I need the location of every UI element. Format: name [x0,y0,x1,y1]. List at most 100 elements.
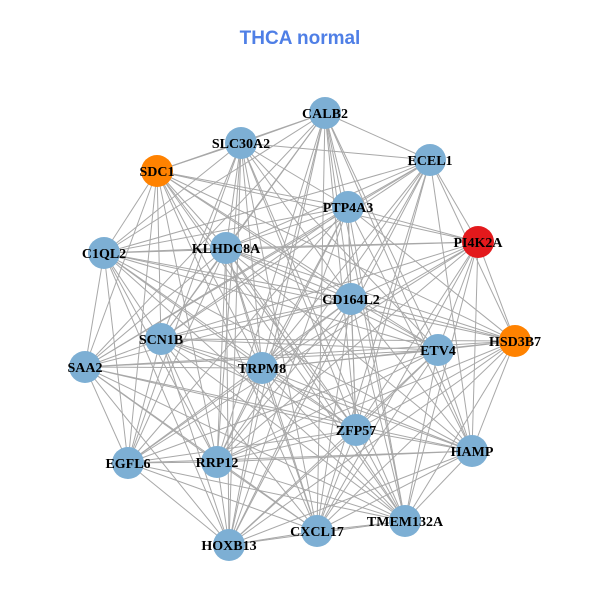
node-circle [210,232,242,264]
edge-KLHDC8A-CXCL17 [225,247,318,532]
node-label: HSD3B7 [489,335,541,350]
edge-PI4K2A-EGFL6 [127,241,479,464]
diagram-title: THCA normal [239,28,361,49]
edge-ECEL1-KLHDC8A [225,159,431,249]
edge-PTP4A3-EGFL6 [127,206,349,464]
edge-HSD3B7-SCN1B [160,338,516,342]
node-slc30a2[interactable]: SLC30A2 [212,127,270,159]
edge-SAA2-HOXB13 [84,366,230,546]
node-circle [213,529,245,561]
node-ecel1[interactable]: ECEL1 [407,144,453,176]
edge-SAA2-CXCL17 [84,366,318,532]
edge-SAA2-EGFL6 [84,366,129,464]
edge-SLC30A2-PTP4A3 [240,142,349,208]
node-label: ECEL1 [407,154,452,169]
edge-HAMP-CXCL17 [316,450,473,532]
node-circle [246,352,278,384]
edge-HSD3B7-RRP12 [216,340,516,463]
node-circle [225,127,257,159]
node-etv4[interactable]: ETV4 [420,334,456,366]
node-label: PTP4A3 [323,201,374,216]
node-egfl6[interactable]: EGFL6 [105,447,151,479]
node-label: HAMP [451,445,494,460]
edge-PI4K2A-CXCL17 [316,241,479,532]
edge-PI4K2A-SCN1B [160,241,479,340]
edge-EGFL6-TMEM132A [127,462,406,522]
node-hsd3b7[interactable]: HSD3B7 [489,325,541,357]
edge-SAA2-TRPM8 [84,366,263,369]
edge-SLC30A2-SCN1B [160,142,242,340]
edge-SDC1-ZFP57 [156,170,357,431]
edge-SLC30A2-CD164L2 [240,142,352,300]
edge-KLHDC8A-SAA2 [84,247,227,368]
edge-SDC1-ETV4 [156,170,439,351]
node-cxcl17[interactable]: CXCL17 [290,515,344,547]
edge-PTP4A3-SAA2 [84,206,349,368]
node-ptp4a3[interactable]: PTP4A3 [323,191,374,223]
node-trpm8[interactable]: TRPM8 [238,352,286,384]
node-label: ETV4 [420,344,456,359]
node-circle [301,515,333,547]
edge-TRPM8-TMEM132A [261,367,406,522]
edge-PI4K2A-CD164L2 [350,241,479,300]
node-c1ql2[interactable]: C1QL2 [82,237,126,269]
edge-PI4K2A-HAMP [471,241,479,452]
node-scn1b[interactable]: SCN1B [139,323,183,355]
edge-TRPM8-EGFL6 [127,367,263,464]
edge-ETV4-TMEM132A [404,349,439,522]
node-label: KLHDC8A [192,242,261,257]
node-calb2[interactable]: CALB2 [302,97,348,129]
node-circle [499,325,531,357]
node-hoxb13[interactable]: HOXB13 [201,529,257,561]
node-circle [422,334,454,366]
edge-SDC1-PI4K2A [156,170,479,243]
edge-HSD3B7-HAMP [471,340,516,452]
edge-CD164L2-TMEM132A [350,298,406,522]
node-label: CD164L2 [322,293,380,308]
edge-SLC30A2-C1QL2 [103,142,242,254]
edge-PTP4A3-KLHDC8A [225,206,349,249]
edge-ETV4-EGFL6 [127,349,439,464]
node-klhdc8a[interactable]: KLHDC8A [192,232,261,264]
node-zfp57[interactable]: ZFP57 [336,414,376,446]
node-circle [145,323,177,355]
node-label: ZFP57 [336,424,376,439]
edge-ETV4-RRP12 [216,349,439,463]
node-circle [335,283,367,315]
node-tmem132a[interactable]: TMEM132A [367,505,444,537]
edge-PI4K2A-HSD3B7 [477,241,516,342]
edge-PTP4A3-TMEM132A [347,206,406,522]
node-sdc1[interactable]: SDC1 [139,155,175,187]
node-hamp[interactable]: HAMP [451,435,494,467]
node-circle [88,237,120,269]
edge-TRPM8-CXCL17 [261,367,318,532]
node-rrp12[interactable]: RRP12 [196,446,239,478]
edge-SCN1B-CXCL17 [160,338,318,532]
node-saa2[interactable]: SAA2 [67,351,103,383]
node-circle [340,414,372,446]
node-circle [332,191,364,223]
edge-KLHDC8A-HSD3B7 [225,247,516,342]
edge-C1QL2-HOXB13 [103,252,230,546]
edge-ZFP57-HAMP [355,429,473,452]
node-circle [389,505,421,537]
node-cd164l2[interactable]: CD164L2 [322,283,380,315]
edge-ECEL1-C1QL2 [103,159,431,254]
edge-KLHDC8A-SCN1B [160,247,227,340]
node-circle [414,144,446,176]
edge-SDC1-TRPM8 [156,170,263,369]
node-label: C1QL2 [82,247,126,262]
node-pi4k2a[interactable]: PI4K2A [454,226,504,258]
edge-TRPM8-RRP12 [216,367,263,463]
edge-RRP12-TMEM132A [216,461,406,522]
edge-PI4K2A-ZFP57 [355,241,479,431]
edge-SLC30A2-KLHDC8A [225,142,242,249]
edge-PI4K2A-RRP12 [216,241,479,463]
edge-SDC1-PTP4A3 [156,170,349,208]
edge-ETV4-HAMP [437,349,473,452]
edge-HSD3B7-TMEM132A [404,340,516,522]
edge-KLHDC8A-CD164L2 [225,247,352,300]
